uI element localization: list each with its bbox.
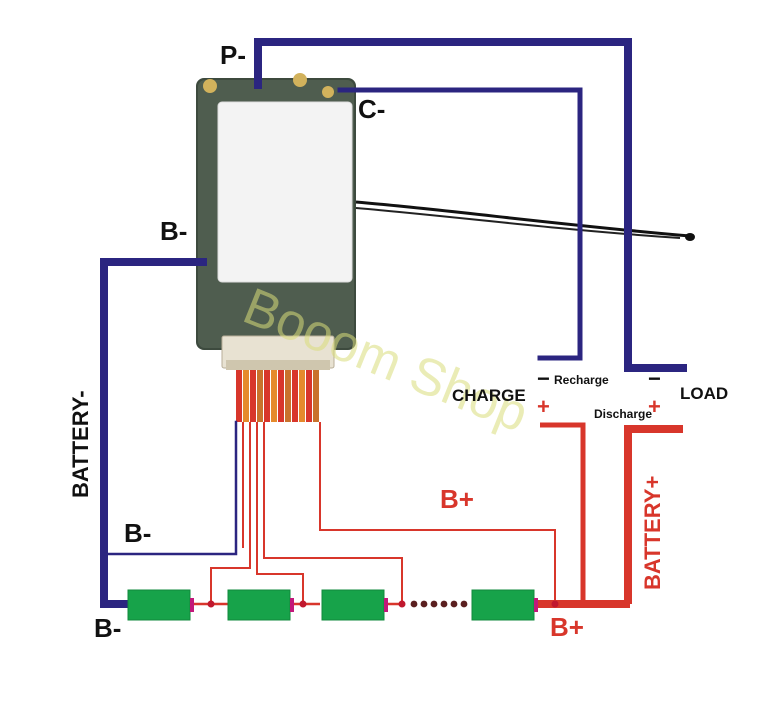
label-b-plus-bottom: B+ [550, 612, 584, 642]
label-b-minus-bottom: B- [94, 613, 121, 643]
cell [321, 589, 385, 621]
label-battery-minus: BATTERY- [68, 390, 93, 498]
positive-wiring [193, 422, 683, 608]
cell-terminal [384, 598, 388, 612]
solder-pad-p [203, 79, 217, 93]
label-discharge: Discharge [594, 407, 652, 421]
cell-terminal [290, 598, 294, 612]
connector-shadow [226, 360, 330, 370]
ntc-sensor-tip [685, 233, 695, 241]
battery-cells [127, 589, 538, 621]
b-minus-balance-wire [102, 420, 238, 556]
load-plus-sign: + [648, 394, 661, 419]
balance-tap-4 [263, 422, 403, 604]
ntc-sensor-wire-2 [355, 207, 681, 239]
label-b-minus-board: B- [160, 216, 187, 246]
cell-terminal [190, 598, 194, 612]
node [207, 600, 215, 608]
c-minus-wire [337, 87, 583, 361]
cells-continuation-dots [410, 600, 468, 608]
load-minus-sign: − [648, 366, 661, 391]
ntc-sensor-wire [355, 200, 691, 238]
cell [471, 589, 535, 621]
label-b-minus-mid: B- [124, 518, 151, 548]
cell-terminal [534, 598, 538, 612]
bms-board [196, 73, 356, 370]
node [551, 600, 559, 608]
charge-plus-sign: + [537, 394, 550, 419]
charge-plus-wire [540, 422, 586, 604]
node [398, 600, 406, 608]
node [299, 600, 307, 608]
label-p-minus: P- [220, 40, 246, 70]
label-recharge: Recharge [554, 373, 609, 387]
label-b-plus-mid: B+ [440, 484, 474, 514]
label-battery-plus: BATTERY+ [640, 476, 665, 590]
junction-nodes [207, 600, 559, 608]
label-sticker [217, 101, 353, 283]
label-charge: CHARGE [452, 386, 526, 405]
b-minus-main-wire [100, 258, 207, 608]
balance-tap-2 [210, 422, 251, 604]
charge-minus-sign: − [537, 366, 550, 391]
balance-tap-3 [256, 422, 304, 604]
cell [227, 589, 291, 621]
solder-pad-c [293, 73, 307, 87]
p-minus-wire [254, 38, 687, 372]
balance-ribbon [236, 370, 319, 422]
balance-tap-b-plus [319, 422, 556, 604]
cell [127, 589, 191, 621]
discharge-plus-wire [624, 425, 683, 604]
label-load: LOAD [680, 384, 728, 403]
negative-wiring [100, 38, 687, 608]
solder-pad-c2 [322, 86, 334, 98]
label-c-minus: C- [358, 94, 385, 124]
